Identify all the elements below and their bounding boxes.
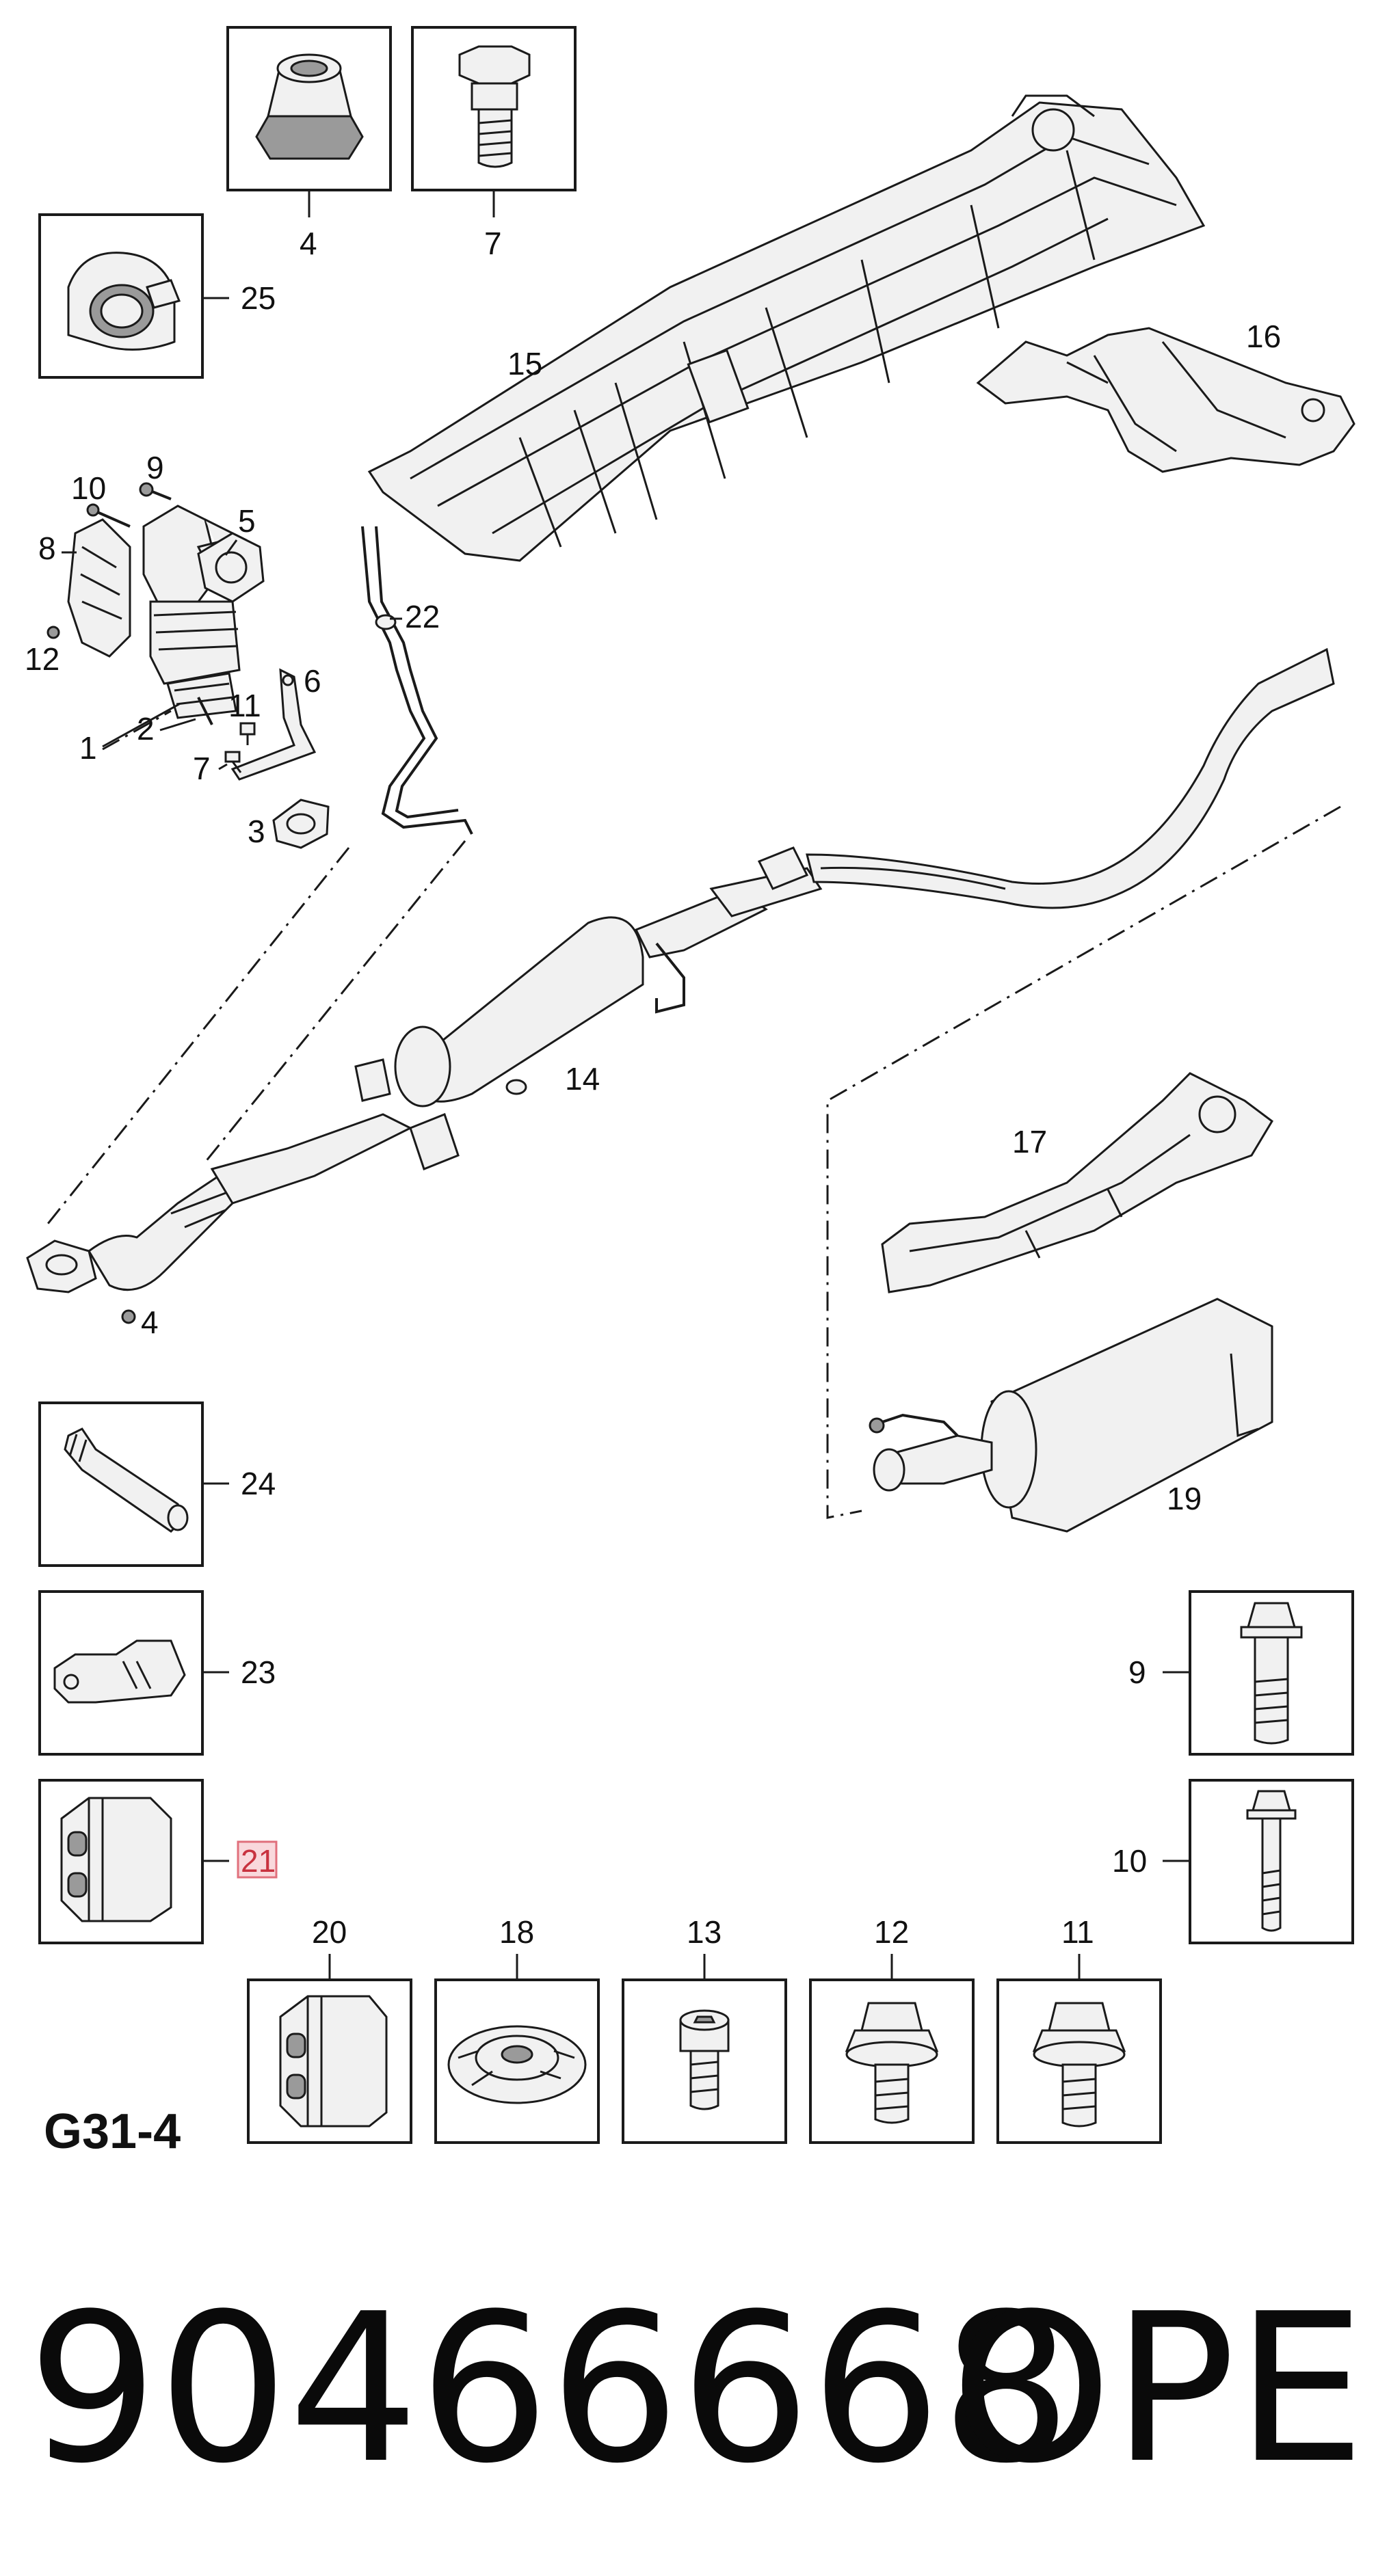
part-box-10[interactable] <box>1163 1779 1354 1944</box>
bracket-6[interactable] <box>230 668 317 781</box>
hanger-bracket-icon <box>53 1639 186 1704</box>
callout-7-top: 7 <box>484 226 502 261</box>
part-box-4[interactable] <box>226 26 392 217</box>
flange-nut-12-icon <box>845 2002 939 2124</box>
callout-20: 20 <box>312 1914 347 1950</box>
part-box-9[interactable] <box>1163 1590 1354 1756</box>
rubber-hanger-20-icon <box>279 1995 388 2128</box>
callout-3: 3 <box>248 814 265 849</box>
bolt-7-small[interactable] <box>224 751 242 773</box>
socket-head-screw-icon <box>679 2009 730 2110</box>
callout-6: 6 <box>304 663 321 699</box>
heat-shield-15[interactable] <box>367 94 1206 562</box>
callout-23: 23 <box>241 1654 276 1690</box>
callout-4-lower: 4 <box>141 1304 159 1340</box>
part-box-20[interactable] <box>247 1978 412 2144</box>
callout-22: 22 <box>405 599 440 634</box>
stud-10[interactable] <box>86 503 131 528</box>
nut-4-lower[interactable] <box>121 1309 136 1324</box>
nut-12[interactable] <box>47 626 60 639</box>
exhaust-pipe-14[interactable] <box>26 647 1335 1293</box>
hex-bolt-icon <box>458 45 531 168</box>
pipe-clamp-icon <box>67 252 181 351</box>
callout-24: 24 <box>241 1466 276 1501</box>
callout-9-right: 9 <box>1128 1654 1146 1690</box>
callout-9-upper: 9 <box>146 450 164 485</box>
part-box-21[interactable] <box>38 1779 229 1944</box>
part-box-11[interactable] <box>996 1978 1162 2144</box>
callout-10-right: 10 <box>1112 1843 1147 1879</box>
heat-shield-17[interactable] <box>881 1072 1273 1293</box>
gasket-3[interactable] <box>272 799 330 849</box>
callout-13: 13 <box>687 1914 722 1950</box>
callout-21: 21 <box>241 1843 276 1879</box>
part-box-12[interactable] <box>809 1978 975 2144</box>
part-box-7[interactable] <box>411 26 577 217</box>
callout-14: 14 <box>565 1061 600 1097</box>
part-number: 90466668 <box>27 2270 1072 2508</box>
callout-5: 5 <box>238 503 256 539</box>
callout-7-lower: 7 <box>193 751 211 786</box>
callout-15: 15 <box>507 346 542 381</box>
callout-12-upper: 12 <box>25 641 59 677</box>
gasket-5[interactable] <box>197 532 265 603</box>
tailpipe-icon <box>64 1427 189 1533</box>
callout-1: 1 <box>79 730 97 766</box>
part-box-23[interactable] <box>38 1590 229 1756</box>
callout-8: 8 <box>38 531 56 566</box>
callout-4-top: 4 <box>300 226 317 261</box>
brand-name: OPEL <box>951 2270 1376 2508</box>
heat-shield-washer-icon <box>447 2025 587 2104</box>
heat-shield-16[interactable] <box>976 327 1355 473</box>
callout-21-highlight[interactable]: 21 <box>237 1840 278 1879</box>
diagram-code: G31-4 <box>44 2104 181 2159</box>
flange-bolt-11-icon <box>1032 2002 1126 2128</box>
part-box-24[interactable] <box>38 1401 229 1567</box>
pipe-22[interactable] <box>361 526 473 835</box>
long-bolt-icon <box>1246 1790 1297 1932</box>
callout-11-bottom: 11 <box>1061 1914 1094 1950</box>
bolt-9[interactable] <box>139 482 172 500</box>
callout-18: 18 <box>499 1914 534 1950</box>
callout-16: 16 <box>1246 319 1281 354</box>
part-box-13[interactable] <box>622 1978 787 2144</box>
flange-bolt-icon <box>1240 1602 1303 1745</box>
callout-19: 19 <box>1167 1481 1202 1516</box>
callout-10-upper: 10 <box>71 470 106 506</box>
part-box-18[interactable] <box>434 1978 600 2144</box>
part-box-25[interactable] <box>38 213 229 379</box>
callout-12-bottom: 12 <box>874 1914 909 1950</box>
stud-2[interactable] <box>197 697 213 725</box>
callout-25: 25 <box>241 280 276 316</box>
rubber-hanger-icon <box>60 1797 172 1922</box>
bolt-11-small[interactable] <box>239 722 256 745</box>
flange-nut-icon <box>255 53 364 160</box>
rear-muffler-19[interactable] <box>869 1298 1273 1533</box>
callout-11-upper: 11 <box>228 688 261 723</box>
callout-17: 17 <box>1012 1124 1047 1159</box>
